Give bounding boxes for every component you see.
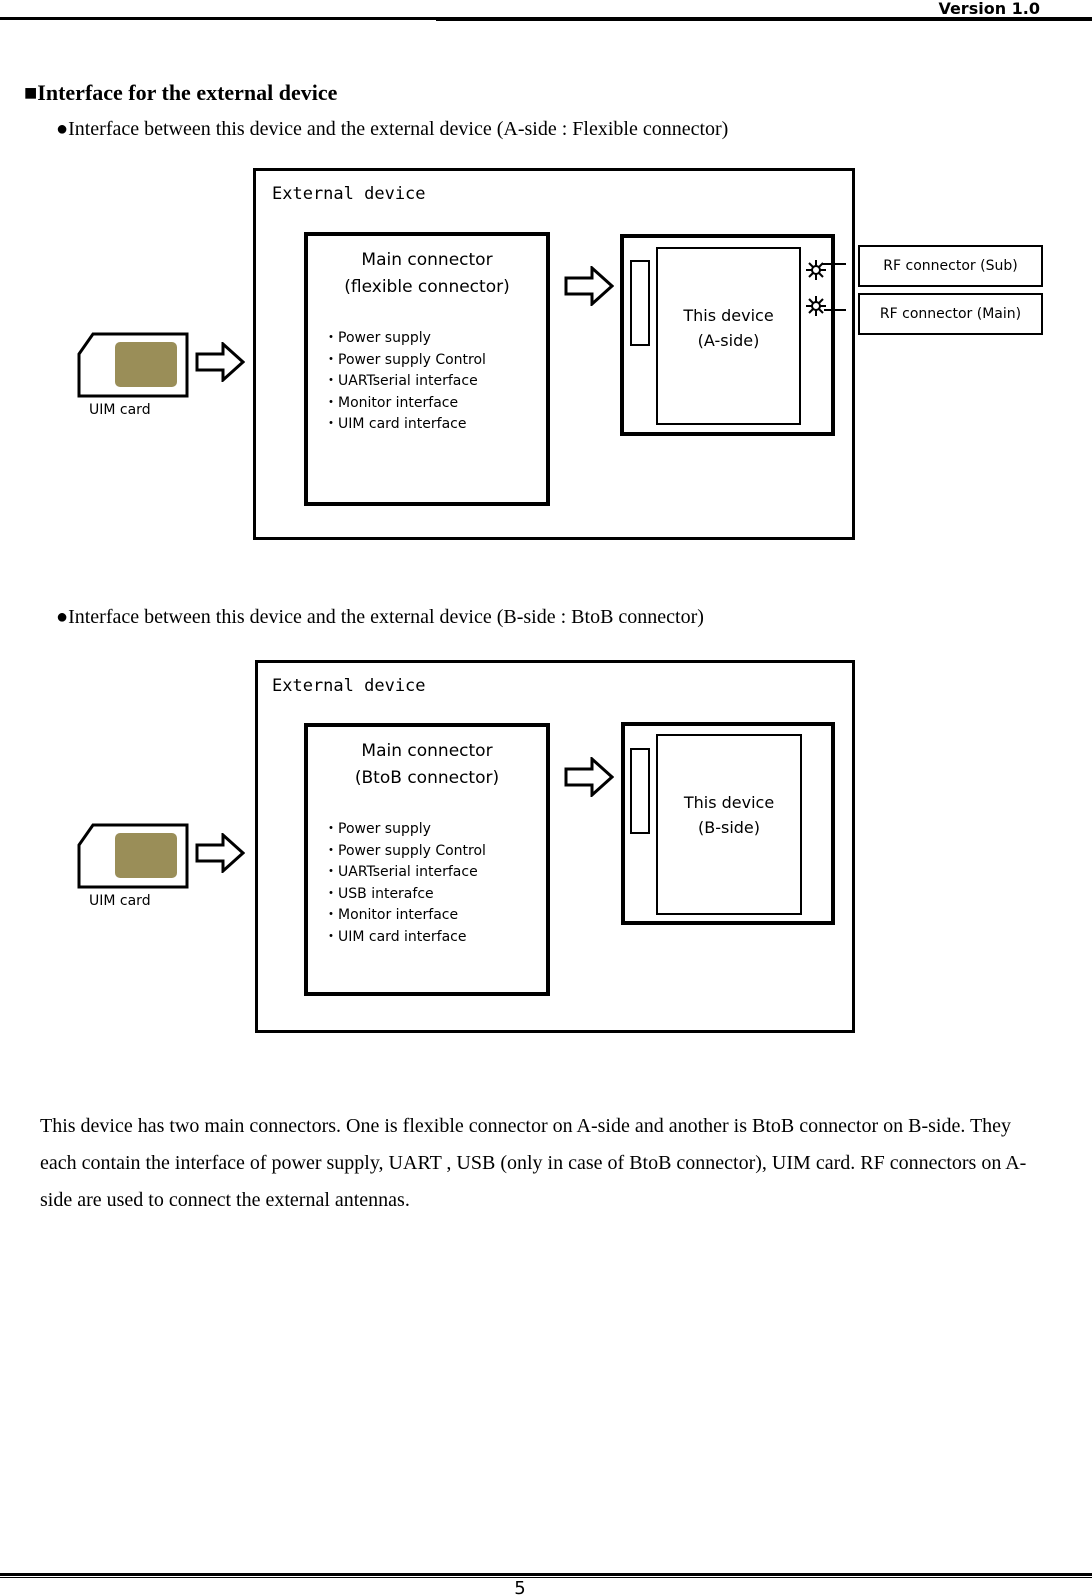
- uim-card-label-b: UIM card: [89, 893, 151, 909]
- interface-item: ・UARTserial interface: [324, 373, 478, 389]
- uim-card-label-a: UIM card: [89, 402, 151, 418]
- footer-rule: [0, 1573, 1092, 1576]
- footer-rule-thin: [0, 1577, 1092, 1578]
- page-number: 5: [514, 1578, 526, 1596]
- interface-item: ・Power supply Control: [324, 842, 486, 859]
- interface-item: ・Power supply Control: [324, 351, 486, 368]
- header-rule: [0, 17, 1092, 20]
- device-side-a: (A-side): [697, 331, 760, 350]
- interface-item: ・USB interafce: [324, 885, 434, 902]
- description-paragraph: This device has two main connectors. One…: [40, 1115, 1027, 1211]
- device-title-a: This device: [683, 306, 774, 325]
- hollow-arrow-right-icon: [564, 266, 614, 306]
- external-device-label-b: External device: [272, 676, 426, 696]
- device-slot-a: [630, 260, 650, 346]
- hollow-arrow-right-icon: [195, 342, 245, 382]
- device-title-b: This device: [683, 793, 775, 812]
- connector-subtitle-b: (BtoB connector): [354, 768, 500, 788]
- section-heading: ■Interface for the external device: [24, 80, 338, 105]
- interface-list-b: ・Power supply ・Power supply Control ・UAR…: [324, 819, 486, 948]
- header-rule-thin: [436, 20, 1092, 21]
- this-device-a: This device (A-side): [656, 247, 801, 425]
- rf-connector-sub: RF connector (Sub): [858, 245, 1043, 287]
- antenna-starburst-icon: [806, 260, 846, 316]
- device-side-b: (B-side): [697, 818, 760, 837]
- connector-title-a: Main connector: [361, 250, 493, 270]
- external-device-label-a: External device: [272, 184, 426, 204]
- interface-item: ・UARTserial interface: [324, 864, 478, 880]
- hollow-arrow-right-icon: [195, 833, 245, 873]
- interface-item: ・Monitor interface: [324, 907, 459, 923]
- main-connector-box-b: Main connector (BtoB connector) ・Power s…: [304, 723, 550, 996]
- this-device-b: This device (B-side): [656, 734, 802, 915]
- interface-item: ・UIM card interface: [324, 928, 467, 945]
- sim-card-icon: [77, 823, 189, 889]
- main-connector-box-a: Main connector (flexible connector) ・Pow…: [304, 232, 550, 506]
- interface-list-a: ・Power supply ・Power supply Control ・UAR…: [324, 328, 486, 436]
- subheading-b-side: ●Interface between this device and the e…: [56, 606, 704, 628]
- connector-title-b: Main connector: [361, 741, 493, 761]
- interface-item: ・UIM card interface: [324, 416, 467, 432]
- device-slot-b: [630, 748, 650, 834]
- sim-card-icon: [77, 332, 189, 398]
- interface-item: ・Power supply: [324, 330, 431, 346]
- interface-item: ・Power supply: [324, 821, 431, 837]
- subheading-a-side: ●Interface between this device and the e…: [56, 118, 729, 140]
- version-label: Version 1.0: [938, 0, 1040, 18]
- connector-subtitle-a: (flexible connector): [344, 277, 510, 297]
- rf-connector-main: RF connector (Main): [858, 293, 1043, 335]
- hollow-arrow-right-icon: [564, 757, 614, 797]
- interface-item: ・Monitor interface: [324, 394, 459, 411]
